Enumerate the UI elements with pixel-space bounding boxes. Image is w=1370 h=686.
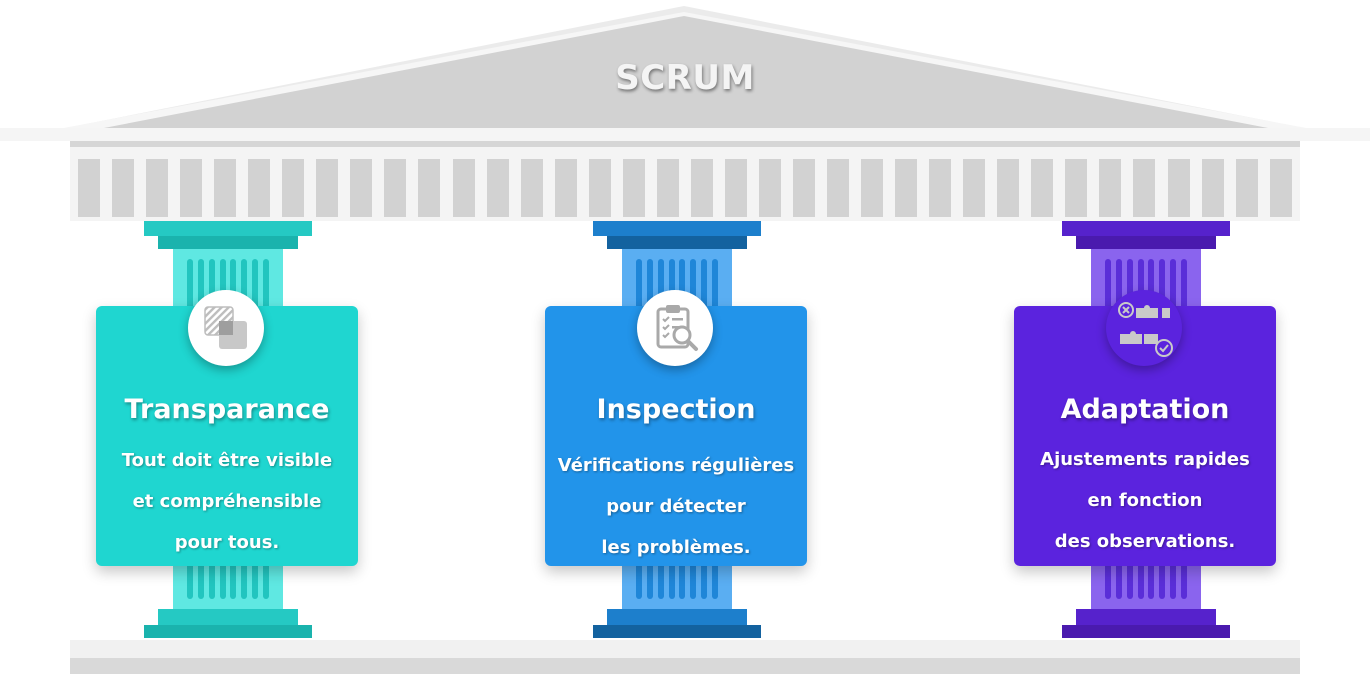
foundation-line [70, 658, 1300, 674]
pillar-base-upper [158, 609, 298, 625]
card-adaptation: Adaptation Ajustements rapides en foncti… [1014, 290, 1276, 566]
pillar-base-upper [607, 609, 747, 625]
frieze-bar [1031, 159, 1054, 217]
frieze-bar [588, 159, 611, 217]
frieze-bar [827, 159, 850, 217]
frieze-bar [997, 159, 1020, 217]
card-description: Ajustements rapides en fonction des obse… [1014, 439, 1276, 562]
frieze-bar [452, 159, 475, 217]
card-inspection: Inspection Vérifications régulières pour… [545, 290, 807, 568]
roof [0, 6, 1370, 141]
card-title: Adaptation [1060, 394, 1230, 425]
card-transparance: Transparance Tout doit être visible et c… [96, 290, 358, 566]
frieze-bar [690, 159, 713, 217]
frieze-bar [758, 159, 781, 217]
pillar-base [144, 625, 312, 639]
card-description-line: pour tous. [174, 532, 280, 553]
frieze-bar [554, 159, 577, 217]
pillar-base-upper [1076, 609, 1216, 625]
pillar-base [593, 625, 761, 639]
roof-title: SCRUM [615, 58, 755, 98]
clipboard-magnifier-icon [637, 290, 713, 366]
pillar-capital [1062, 221, 1230, 236]
pillar-capital [593, 221, 761, 236]
card-description: Tout doit être visible et compréhensible… [96, 440, 358, 563]
card-description-line: pour détecter [606, 496, 746, 517]
frieze-bar [1201, 159, 1224, 217]
frieze-bar [1269, 159, 1292, 217]
frieze-bar [724, 159, 747, 217]
pillar-capital [144, 221, 312, 236]
frieze-bar [146, 159, 169, 217]
foundation-step [70, 638, 1300, 674]
card-description: Vérifications régulières pour détecter l… [545, 445, 807, 568]
frieze-bar [1065, 159, 1088, 217]
puzzle-pieces-icon [1106, 290, 1182, 366]
frieze-bar [384, 159, 407, 217]
frieze-bar [1099, 159, 1122, 217]
card-description-line: Tout doit être visible [121, 450, 333, 471]
frieze-bar [180, 159, 203, 217]
card-description-line: en fonction [1087, 490, 1203, 511]
frieze-bar [486, 159, 509, 217]
frieze-bar [520, 159, 543, 217]
frieze-bar [316, 159, 339, 217]
frieze-bar [1133, 159, 1156, 217]
pillar-capital-lower [607, 236, 747, 249]
overlapping-squares-icon [188, 290, 264, 366]
frieze-bar [963, 159, 986, 217]
card-title: Inspection [596, 394, 756, 425]
frieze-bar [792, 159, 815, 217]
frieze-bar [418, 159, 441, 217]
frieze-bar [214, 159, 237, 217]
frieze-bar [78, 159, 100, 217]
pillar-capital-lower [1076, 236, 1216, 249]
card-description-line: les problèmes. [601, 537, 751, 558]
card-description-line: Ajustements rapides [1040, 449, 1250, 470]
frieze-bar [1167, 159, 1190, 217]
pillar-base [1062, 625, 1230, 639]
frieze-bar [112, 159, 135, 217]
frieze-bar [622, 159, 645, 217]
frieze-bar [895, 159, 918, 217]
card-title: Transparance [124, 394, 330, 425]
frieze-bar [861, 159, 884, 217]
frieze-bar [282, 159, 305, 217]
frieze-bar [248, 159, 271, 217]
card-description-line: des observations. [1054, 531, 1236, 552]
card-description-line: et compréhensible [132, 491, 322, 512]
frieze [70, 141, 1300, 221]
frieze-bar [929, 159, 952, 217]
card-description-line: Vérifications régulières [557, 455, 795, 476]
frieze-bar [1235, 159, 1258, 217]
frieze-bar [350, 159, 373, 217]
pillar-capital-lower [158, 236, 298, 249]
frieze-bar [656, 159, 679, 217]
